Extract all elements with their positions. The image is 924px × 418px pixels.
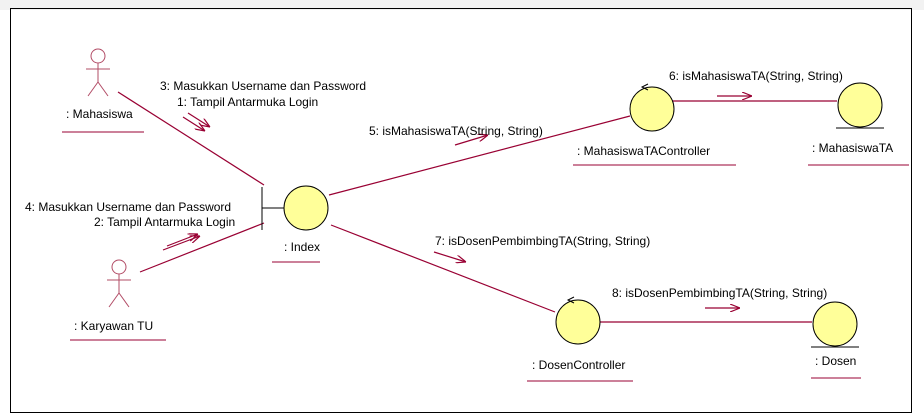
- link-index-dosencontroller: [330, 224, 556, 313]
- arrow-message-4: [166, 234, 198, 247]
- dosen-controller-label: : DosenController: [532, 358, 625, 372]
- mahasiswa-entity-icon[interactable]: [836, 82, 884, 129]
- mahasiswa-entity-label: : MahasiswaTA: [812, 141, 893, 155]
- arrow-message-7: [433, 251, 466, 262]
- actor-mahasiswa-icon[interactable]: [86, 48, 110, 97]
- mahasiswa-controller-label: : MahasiswaTAController: [577, 144, 710, 158]
- arrow-message-3: [182, 116, 205, 131]
- message-6-label: 6: isMahasiswaTA(String, String): [669, 69, 843, 83]
- actor-karyawan-icon[interactable]: [107, 259, 131, 308]
- index-boundary-icon[interactable]: [261, 185, 329, 231]
- message-5-label: 5: isMahasiswaTA(String, String): [369, 124, 543, 138]
- dosen-entity-label: : Dosen: [815, 354, 856, 368]
- mahasiswa-controller-icon[interactable]: [629, 83, 675, 132]
- dosen-controller-icon[interactable]: [555, 296, 601, 345]
- message-arrows: [162, 96, 752, 308]
- message-4-label: 4: Masukkan Username dan Password: [25, 200, 231, 214]
- link-index-mahasiswacontroller: [328, 115, 631, 196]
- message-7-label: 7: isDosenPembimbingTA(String, String): [435, 234, 650, 248]
- arrow-message-2: [162, 236, 200, 251]
- link-karyawan-index: [139, 222, 265, 273]
- message-2-label: 2: Tampil Antarmuka Login: [94, 215, 235, 229]
- actor-mahasiswa-label: : Mahasiswa: [66, 107, 133, 121]
- message-1-label: 1: Tampil Antarmuka Login: [177, 95, 318, 109]
- message-3-label: 3: Masukkan Username dan Password: [160, 79, 366, 93]
- arrow-message-5: [454, 135, 488, 146]
- dosen-entity-icon[interactable]: [811, 301, 859, 348]
- actor-karyawan-label: : Karyawan TU: [74, 319, 153, 333]
- index-label: : Index: [284, 240, 320, 254]
- arrow-message-1: [187, 112, 210, 127]
- link-mahasiswa-index: [117, 91, 265, 186]
- top-band: [0, 0, 924, 10]
- links: [117, 91, 837, 323]
- message-8-label: 8: isDosenPembimbingTA(String, String): [612, 286, 827, 300]
